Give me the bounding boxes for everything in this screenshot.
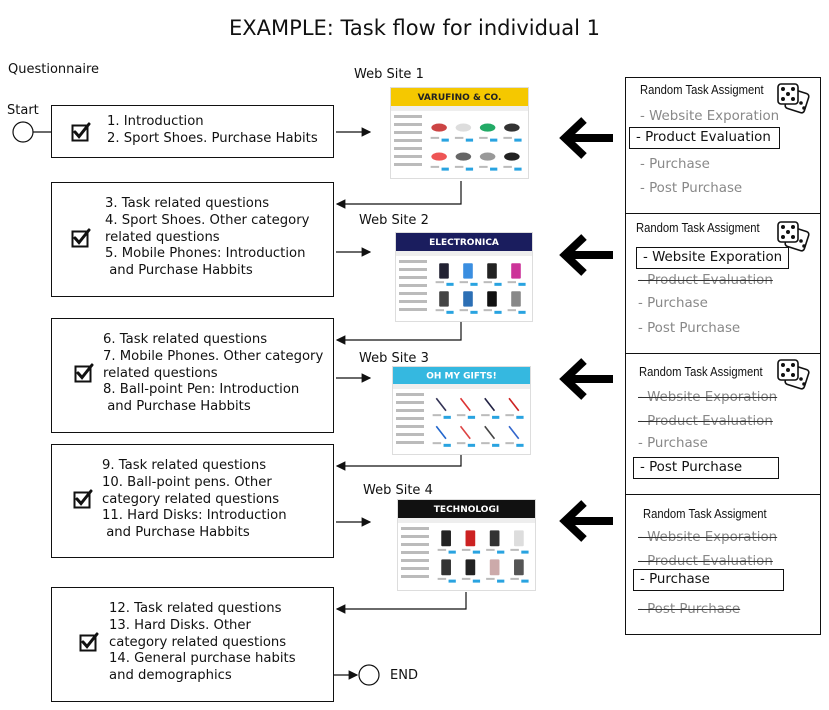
questionnaire-text: 1. Introduction 2. Sport Shoes. Purchase…: [107, 114, 318, 146]
thick-left-arrow-icon: [559, 358, 613, 400]
task-assignment-column: [625, 77, 821, 635]
start-circle: [12, 121, 34, 143]
task-option-purchase: - Purchase: [640, 157, 710, 172]
task-option-post-purchase: - Post Purchase: [640, 181, 743, 196]
website-label-2: Web Site 2: [359, 213, 429, 228]
task-panel-1: Random Task Assigment - Website Exporati…: [625, 77, 821, 213]
panel-title: Random Task Assigment: [636, 221, 760, 235]
website-screenshot-3: OH MY GIFTS!: [393, 367, 530, 454]
diagram-title: EXAMPLE: Task flow for individual 1: [229, 16, 600, 40]
questionnaire-box-1: 1. Introduction 2. Sport Shoes. Purchase…: [51, 105, 334, 158]
checkmark-icon: [71, 228, 91, 248]
thick-left-arrow-icon: [559, 234, 613, 276]
checkmark-icon: [74, 363, 94, 383]
task-option-product-evaluation-selected: - Product Evaluation: [629, 127, 780, 149]
task-option-product-evaluation-struck: - Product Evaluation: [638, 414, 773, 429]
task-option-post-purchase-struck: - Post Purchase: [638, 602, 741, 617]
task-option-website-exploration: - Website Exporation: [640, 109, 780, 124]
website-banner-text: VARUFINO & CO.: [418, 93, 502, 103]
checkmark-icon: [79, 632, 99, 652]
questionnaire-label: Questionnaire: [8, 62, 100, 77]
website-screenshot-1: VARUFINO & CO.: [391, 88, 528, 178]
checkmark-icon: [71, 122, 91, 142]
questionnaire-box-4: 9. Task related questions 10. Ball-point…: [51, 444, 334, 558]
task-option-website-exploration-struck: - Website Exporation: [638, 530, 778, 545]
task-option-purchase-selected: - Purchase: [633, 569, 784, 591]
task-option-purchase: - Purchase: [638, 296, 708, 311]
task-option-product-evaluation-struck: - Product Evaluation: [638, 554, 773, 569]
panel-title: Random Task Assigment: [639, 365, 763, 379]
end-label: END: [390, 668, 418, 683]
end-circle: [358, 664, 380, 686]
thick-left-arrow-icon: [559, 500, 613, 542]
thick-left-arrow-icon: [559, 117, 613, 159]
task-option-product-evaluation-struck: - Product Evaluation: [638, 273, 773, 288]
panel-title: Random Task Assigment: [643, 507, 767, 521]
task-option-website-exploration-selected: - Website Exporation: [636, 247, 789, 269]
dice-icon: [777, 359, 810, 390]
task-option-post-purchase: - Post Purchase: [638, 321, 741, 336]
checkmark-icon: [73, 489, 93, 509]
task-panel-2: Random Task Assigment - Website Exporati…: [625, 213, 821, 353]
website-label-1: Web Site 1: [354, 67, 424, 82]
questionnaire-box-2: 3. Task related questions 4. Sport Shoes…: [51, 182, 334, 297]
website-screenshot-2: ELECTRONICA: [396, 233, 532, 321]
website-screenshot-4: TECHNOLOGI: [398, 500, 535, 590]
website-banner-text: ELECTRONICA: [429, 238, 499, 248]
dice-icon: [777, 83, 810, 114]
questionnaire-text: 3. Task related questions 4. Sport Shoes…: [105, 196, 310, 279]
questionnaire-box-3: 6. Task related questions 7. Mobile Phon…: [51, 318, 334, 433]
task-option-website-exploration-struck: - Website Exporation: [638, 390, 778, 405]
questionnaire-box-5: 12. Task related questions 13. Hard Disk…: [51, 587, 334, 702]
task-panel-3: Random Task Assigment - Website Exporati…: [625, 353, 821, 494]
website-label-3: Web Site 3: [359, 351, 429, 366]
panel-title: Random Task Assigment: [640, 83, 764, 97]
questionnaire-text: 9. Task related questions 10. Ball-point…: [102, 458, 287, 541]
questionnaire-text: 12. Task related questions 13. Hard Disk…: [109, 601, 296, 684]
start-label: Start: [7, 103, 39, 118]
questionnaire-text: 6. Task related questions 7. Mobile Phon…: [103, 332, 324, 415]
dice-icon: [777, 221, 810, 252]
task-panel-4: Random Task Assigment - Website Exporati…: [625, 494, 821, 635]
website-banner-text: TECHNOLOGI: [434, 505, 499, 515]
task-option-purchase: - Purchase: [638, 436, 708, 451]
website-label-4: Web Site 4: [363, 483, 433, 498]
website-banner-text: OH MY GIFTS!: [426, 372, 497, 382]
task-option-post-purchase-selected: - Post Purchase: [633, 457, 779, 479]
